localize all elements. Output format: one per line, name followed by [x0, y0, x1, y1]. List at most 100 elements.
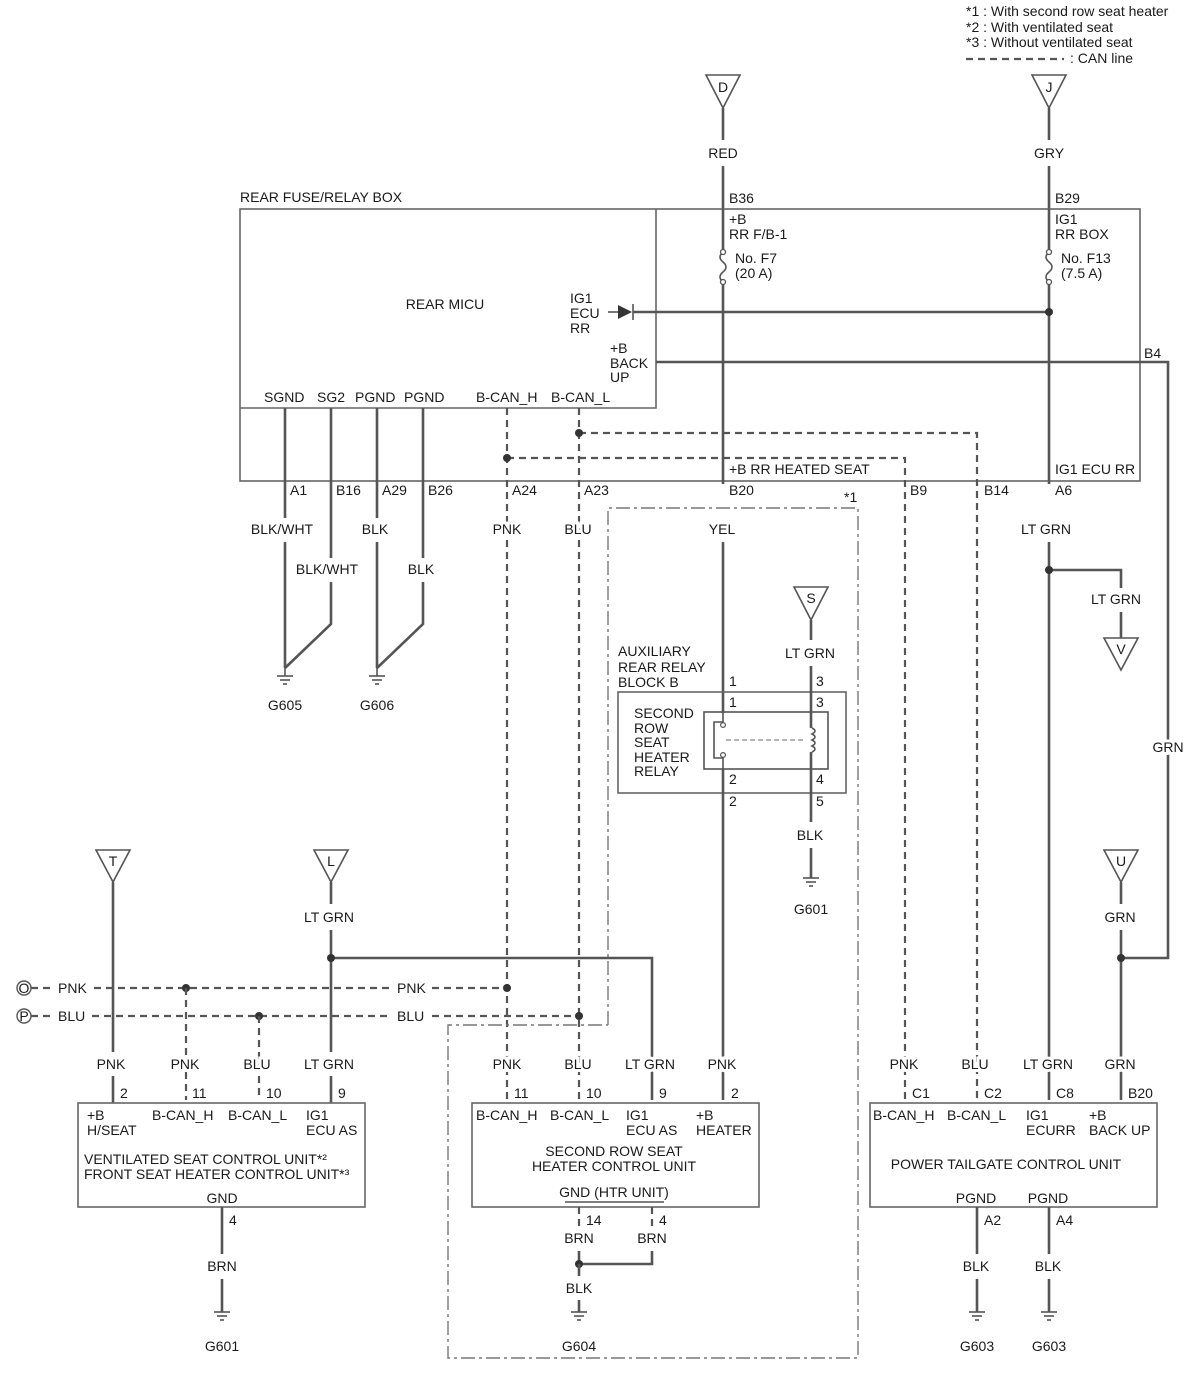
vent-wire-label-pnk: PNK [97, 1056, 126, 1072]
wire-lt-grn-to-v [1049, 568, 1123, 588]
relay-pin-2-inner: 2 [729, 771, 737, 787]
heater-wire-label-blk: BLK [566, 1280, 593, 1296]
relay-name-1: SECOND [634, 705, 694, 721]
heater-term-gnd: GND (HTR UNIT) [559, 1184, 669, 1200]
terminal-a24: A24 [512, 482, 537, 498]
heater-unit-outline [471, 1102, 760, 1208]
relay-block-label-1: AUXILIARY [618, 643, 692, 659]
connector-o-label: O [19, 980, 30, 996]
backup-label-1: +B [610, 340, 628, 356]
vent-term-b-2: H/SEAT [87, 1122, 137, 1138]
ground-label-g606: G606 [360, 697, 394, 713]
tailgate-unit-outline [869, 1102, 1158, 1208]
wire-label-blk-1: BLK [362, 521, 389, 537]
pin-label-bcan-h: B-CAN_H [476, 389, 537, 405]
connector-j-label: J [1046, 79, 1053, 95]
tailgate-term-can-h: B-CAN_H [873, 1107, 934, 1123]
heater-term-ig1-1: IG1 [626, 1107, 649, 1123]
terminal-a23: A23 [584, 482, 609, 498]
heater-term-can-h: B-CAN_H [476, 1107, 537, 1123]
connector-t-label: T [109, 853, 118, 869]
vent-unit-name-1: VENTILATED SEAT CONTROL UNIT*² [84, 1151, 327, 1167]
tailgate-pin-c1: C1 [912, 1085, 930, 1101]
pin-label-sg2: SG2 [317, 389, 345, 405]
wire-sg2-lower [284, 582, 333, 669]
auxiliary-rear-relay-block: AUXILIARY REAR RELAY BLOCK B SECOND ROW … [617, 643, 847, 809]
relay-name-5: RELAY [634, 763, 680, 779]
heater-pin-10: 10 [586, 1085, 602, 1101]
tailgate-unit-name: POWER TAILGATE CONTROL UNIT [891, 1156, 1122, 1172]
connector-l-label: L [327, 853, 335, 869]
tailgate-wire-label-blu: BLU [961, 1056, 988, 1072]
heater-wire-label-brn-2: BRN [637, 1230, 667, 1246]
ground-g601-relay: G601 [794, 848, 828, 917]
connector-p-label: P [19, 1008, 28, 1024]
junction-can-l-top [575, 429, 583, 437]
ventilated-seat-control-unit: PNK PNK BLU LT GRN 2 11 10 9 +B H/SEAT B… [77, 1053, 366, 1354]
relay-name-3: SEAT [634, 734, 670, 750]
terminal-b16: B16 [336, 482, 361, 498]
relay-name-2: ROW [634, 720, 669, 736]
rr-heated-seat-label: +B RR HEATED SEAT [729, 461, 870, 477]
connector-v: V [1102, 637, 1140, 672]
relay-pin-3-inner: 3 [816, 694, 824, 710]
relay-switch-contact [713, 713, 724, 769]
terminal-b29: B29 [1055, 190, 1080, 206]
ground-label-g604: G604 [562, 1338, 596, 1354]
wire-label-gry: GRY [1034, 145, 1065, 161]
diode-icon [618, 305, 632, 319]
wire-label-grn-b4: GRN [1152, 739, 1183, 755]
ground-label-g603-a: G603 [960, 1338, 994, 1354]
fuse-f7-label-1: +B [729, 211, 747, 227]
relay-body [703, 711, 829, 770]
tailgate-term-b-2: BACK UP [1089, 1122, 1150, 1138]
power-tailgate-control-unit: PNK BLU LT GRN GRN C1 C2 C8 B20 B-CAN_H … [869, 1053, 1158, 1354]
relay-contact-top [719, 721, 726, 728]
fuse-f7-label-4: (20 A) [735, 265, 772, 281]
legend: *1 : With second row seat heater *2 : Wi… [966, 3, 1169, 66]
ground-label-g601-relay: G601 [794, 901, 828, 917]
can-h-to-tailgate [507, 456, 907, 1100]
heater-wire-label-pnk-2: PNK [708, 1056, 737, 1072]
junction-can-l-bus [575, 1012, 583, 1020]
heater-term-b-2: HEATER [696, 1122, 752, 1138]
connector-s-triangle [792, 586, 830, 622]
heater-unit-name-2: HEATER CONTROL UNIT [532, 1158, 697, 1174]
pin-label-sgnd: SGND [264, 389, 304, 405]
fuse-f13-terminal-bottom [1045, 278, 1053, 286]
terminal-b9: B9 [910, 482, 927, 498]
ig1-ecu-rr-label-1: IG1 [570, 290, 593, 306]
wire-label-blk-2: BLK [408, 561, 435, 577]
connector-t-triangle [94, 849, 132, 884]
vent-pin-10: 10 [266, 1085, 282, 1101]
tailgate-pin-b20: B20 [1128, 1085, 1153, 1101]
fuse-f13-icon [1045, 251, 1053, 283]
legend-can-label: : CAN line [1070, 50, 1133, 66]
fuse-f13-terminal-top [1045, 248, 1053, 256]
fuse-f13-label-4: (7.5 A) [1061, 265, 1102, 281]
wire-label-blu-p: BLU [58, 1008, 85, 1024]
wire-label-grn-u: GRN [1104, 909, 1135, 925]
legend-note-2: *2 : With ventilated seat [966, 19, 1113, 35]
wire-label-yel: YEL [709, 521, 736, 537]
connector-d-label: D [718, 79, 728, 95]
connector-s: S [792, 586, 830, 622]
heater-pin-2: 2 [731, 1085, 739, 1101]
relay-pin-4-inner: 4 [816, 771, 824, 787]
wire-lt-grn-to-heater-pin9 [331, 956, 654, 1100]
relay-pin-1-outer: 1 [729, 673, 737, 689]
tailgate-wire-label-blk-2: BLK [1035, 1258, 1062, 1274]
heater-pin-4: 4 [659, 1212, 667, 1228]
tailgate-wire-label-blk-1: BLK [963, 1258, 990, 1274]
can-l-to-tailgate [579, 431, 979, 1100]
option-note-1: *1 [844, 489, 857, 505]
backup-label-3: UP [610, 369, 629, 385]
backup-label-2: BACK [610, 355, 649, 371]
wire-label-blk-wht-1: BLK/WHT [251, 521, 314, 537]
heater-unit-name-1: SECOND ROW SEAT [545, 1143, 683, 1159]
connector-t: T [94, 849, 132, 884]
option-region-1 [447, 507, 859, 1359]
relay-block-outline [617, 691, 847, 794]
terminal-a29: A29 [382, 482, 407, 498]
ground-g605: G605 [268, 668, 302, 713]
